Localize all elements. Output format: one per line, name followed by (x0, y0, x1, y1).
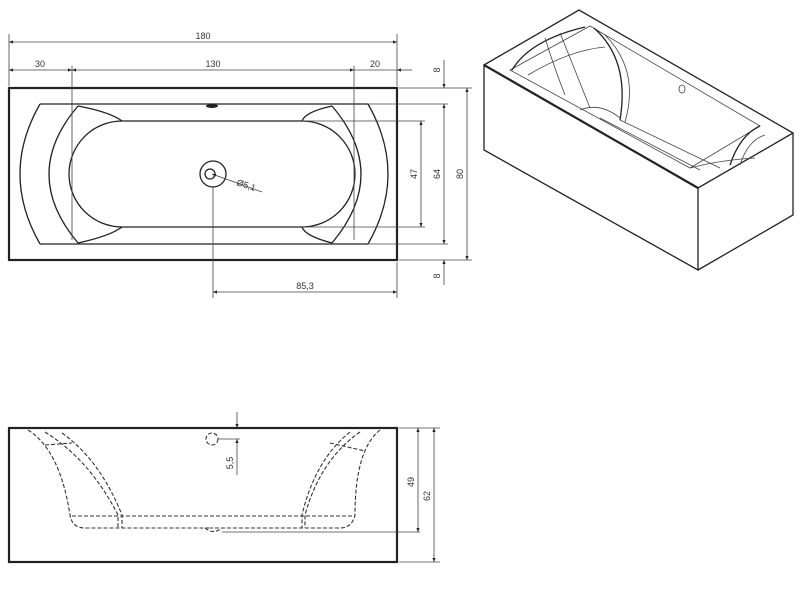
dim-drain-to-end: 85,3 (296, 281, 314, 291)
overflow-icon (206, 104, 218, 108)
dim-bottom-rim: 8 (432, 273, 442, 278)
iso-overflow-icon (678, 84, 686, 94)
dim-overall-height: 62 (422, 491, 432, 501)
dim-top-rim: 8 (432, 67, 442, 72)
top-outer-rim (7, 86, 399, 262)
dim-basin-width: 47 (409, 169, 419, 179)
dim-drain-diameter: Ø5,1 (235, 177, 257, 193)
dim-inner-length: 130 (205, 59, 220, 69)
dim-inner-depth: 49 (406, 477, 416, 487)
dim-right-offset: 20 (370, 59, 380, 69)
top-view: Ø5,1 180 30 130 20 85,3 47 64 (7, 31, 472, 298)
drain-inner-icon (204, 168, 216, 180)
side-outer (7, 426, 399, 564)
iso-view (482, 9, 795, 272)
dim-inner-width: 64 (432, 169, 442, 179)
dim-overall-width: 80 (455, 169, 465, 179)
side-view: 5,5 49 62 (7, 412, 440, 564)
dim-left-offset: 30 (35, 59, 45, 69)
dim-overall-length: 180 (195, 31, 210, 41)
side-overflow-icon (205, 432, 219, 446)
dim-overflow-height: 5,5 (225, 457, 235, 470)
